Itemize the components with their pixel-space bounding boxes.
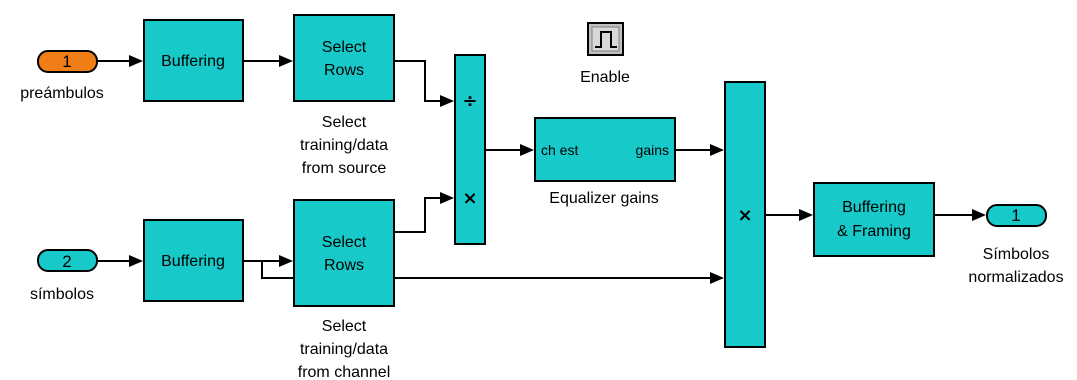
equalizer-gains-block[interactable]: ch est gains (534, 117, 676, 182)
divide-symbol: ÷ (462, 91, 477, 112)
inport-1-number: 1 (62, 52, 71, 71)
buffering-framing-block[interactable]: Buffering & Framing (813, 182, 935, 257)
equalizer-port-out-label: gains (636, 142, 669, 158)
enable-block[interactable] (587, 22, 624, 56)
arrow-head (279, 255, 293, 267)
equalizer-caption: Equalizer gains (549, 190, 658, 207)
arrow-head (279, 55, 293, 67)
arrow-head (799, 209, 813, 221)
select-rows-bottom-caption-3: from channel (298, 364, 391, 380)
product-block[interactable]: × (724, 81, 766, 348)
buffering-bottom-label: Buffering (161, 253, 225, 270)
divide-block[interactable]: ÷ × (454, 54, 486, 245)
inport-1[interactable]: 1 (37, 50, 98, 73)
select-rows-bottom-line1: Select (322, 234, 367, 251)
select-rows-top-line2: Rows (324, 62, 364, 79)
multiply-symbol: × (737, 205, 752, 226)
buffering-top-label: Buffering (161, 53, 225, 70)
select-rows-top-line1: Select (322, 39, 367, 56)
equalizer-port-in-label: ch est (541, 142, 578, 158)
arrow-head (440, 95, 454, 107)
select-rows-bottom-line2: Rows (324, 257, 364, 274)
wire-select-bottom-to-divide (394, 197, 442, 233)
arrow-head (440, 192, 454, 204)
arrow-head (710, 144, 724, 156)
arrow-head (129, 55, 143, 67)
select-rows-block-top[interactable]: Select Rows (293, 14, 395, 102)
outport-1-number: 1 (1011, 206, 1020, 225)
select-rows-top-caption-1: Select (322, 114, 367, 131)
pulse-icon (595, 31, 617, 48)
arrow-head (129, 255, 143, 267)
arrow-head (972, 209, 986, 221)
buffering-block-top[interactable]: Buffering (143, 19, 244, 102)
select-rows-bottom-caption-1: Select (322, 318, 367, 335)
buffering-framing-line2: & Framing (837, 223, 911, 240)
outport-1-label-line2: normalizados (968, 269, 1063, 286)
inport-1-label: preámbulos (20, 85, 104, 102)
inport-2[interactable]: 2 (37, 249, 98, 272)
enable-label: Enable (580, 69, 630, 86)
outport-1[interactable]: 1 (986, 204, 1047, 227)
signal-lines (97, 55, 986, 284)
inport-2-label: símbolos (30, 286, 94, 303)
inport-2-number: 2 (62, 252, 71, 271)
arrow-head (710, 272, 724, 284)
multiply-symbol-small: × (462, 188, 477, 209)
select-rows-block-bottom[interactable]: Select Rows (293, 199, 395, 307)
wire-select-top-to-divide (394, 60, 442, 102)
select-rows-top-caption-3: from source (302, 160, 387, 177)
select-rows-bottom-caption-2: training/data (300, 341, 388, 358)
arrow-head (520, 144, 534, 156)
buffering-block-bottom[interactable]: Buffering (143, 219, 244, 302)
select-rows-top-caption-2: training/data (300, 137, 388, 154)
outport-1-label-line1: Símbolos (983, 246, 1050, 263)
wire-branch-to-product (261, 261, 711, 279)
buffering-framing-line1: Buffering (842, 199, 906, 216)
